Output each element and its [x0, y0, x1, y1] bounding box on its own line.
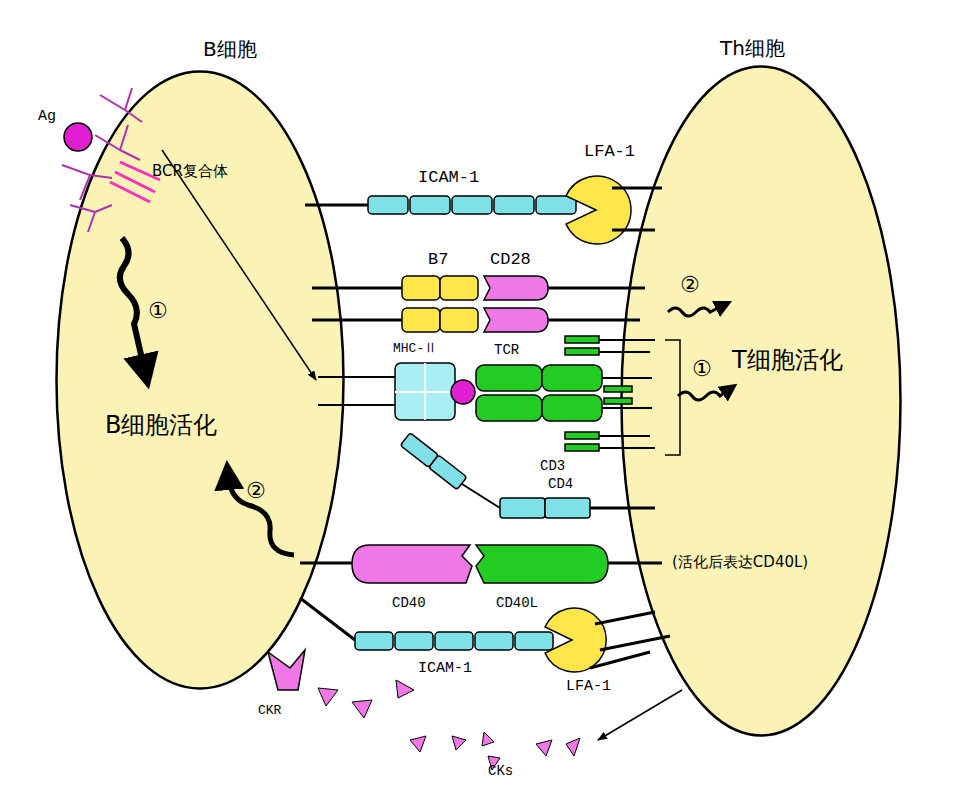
th-cell: Th细胞T细胞活化	[620, 65, 902, 737]
molecule-label: CD40L	[496, 595, 538, 611]
molecule-label: B7	[428, 250, 448, 270]
molecule-label: TCR	[494, 342, 519, 358]
molecule-label: ICAM-1	[418, 168, 479, 188]
cell-outline	[620, 65, 902, 737]
molecule-label: ICAM-1	[418, 660, 472, 677]
cell-name: B细胞	[203, 38, 257, 61]
callout-number: ①	[148, 298, 168, 323]
molecule-label: CD40	[392, 595, 426, 611]
callout-number: ②	[680, 272, 700, 297]
molecule-label: LFA-1	[584, 142, 635, 162]
callout-number: ①	[692, 356, 712, 381]
molecule-label: LFA-1	[566, 678, 611, 695]
molecule-label: CD3	[540, 458, 565, 474]
receptor-label: CKR	[258, 704, 281, 719]
receptor-label: BCR复合体	[152, 163, 228, 180]
activation-label: B细胞活化	[105, 412, 217, 440]
cytokine-label: CKs	[488, 763, 513, 779]
expression-note: (活化后表达CD40L)	[672, 554, 808, 571]
molecule-label: MHC-Ⅱ	[393, 342, 437, 357]
callout-number: ②	[246, 478, 266, 503]
molecule-label: CD28	[490, 250, 531, 270]
antigen-label: Ag	[38, 108, 56, 125]
molecule-label: CD4	[548, 476, 573, 492]
activation-label: T细胞活化	[732, 347, 843, 375]
cell-name: Th细胞	[720, 37, 785, 60]
